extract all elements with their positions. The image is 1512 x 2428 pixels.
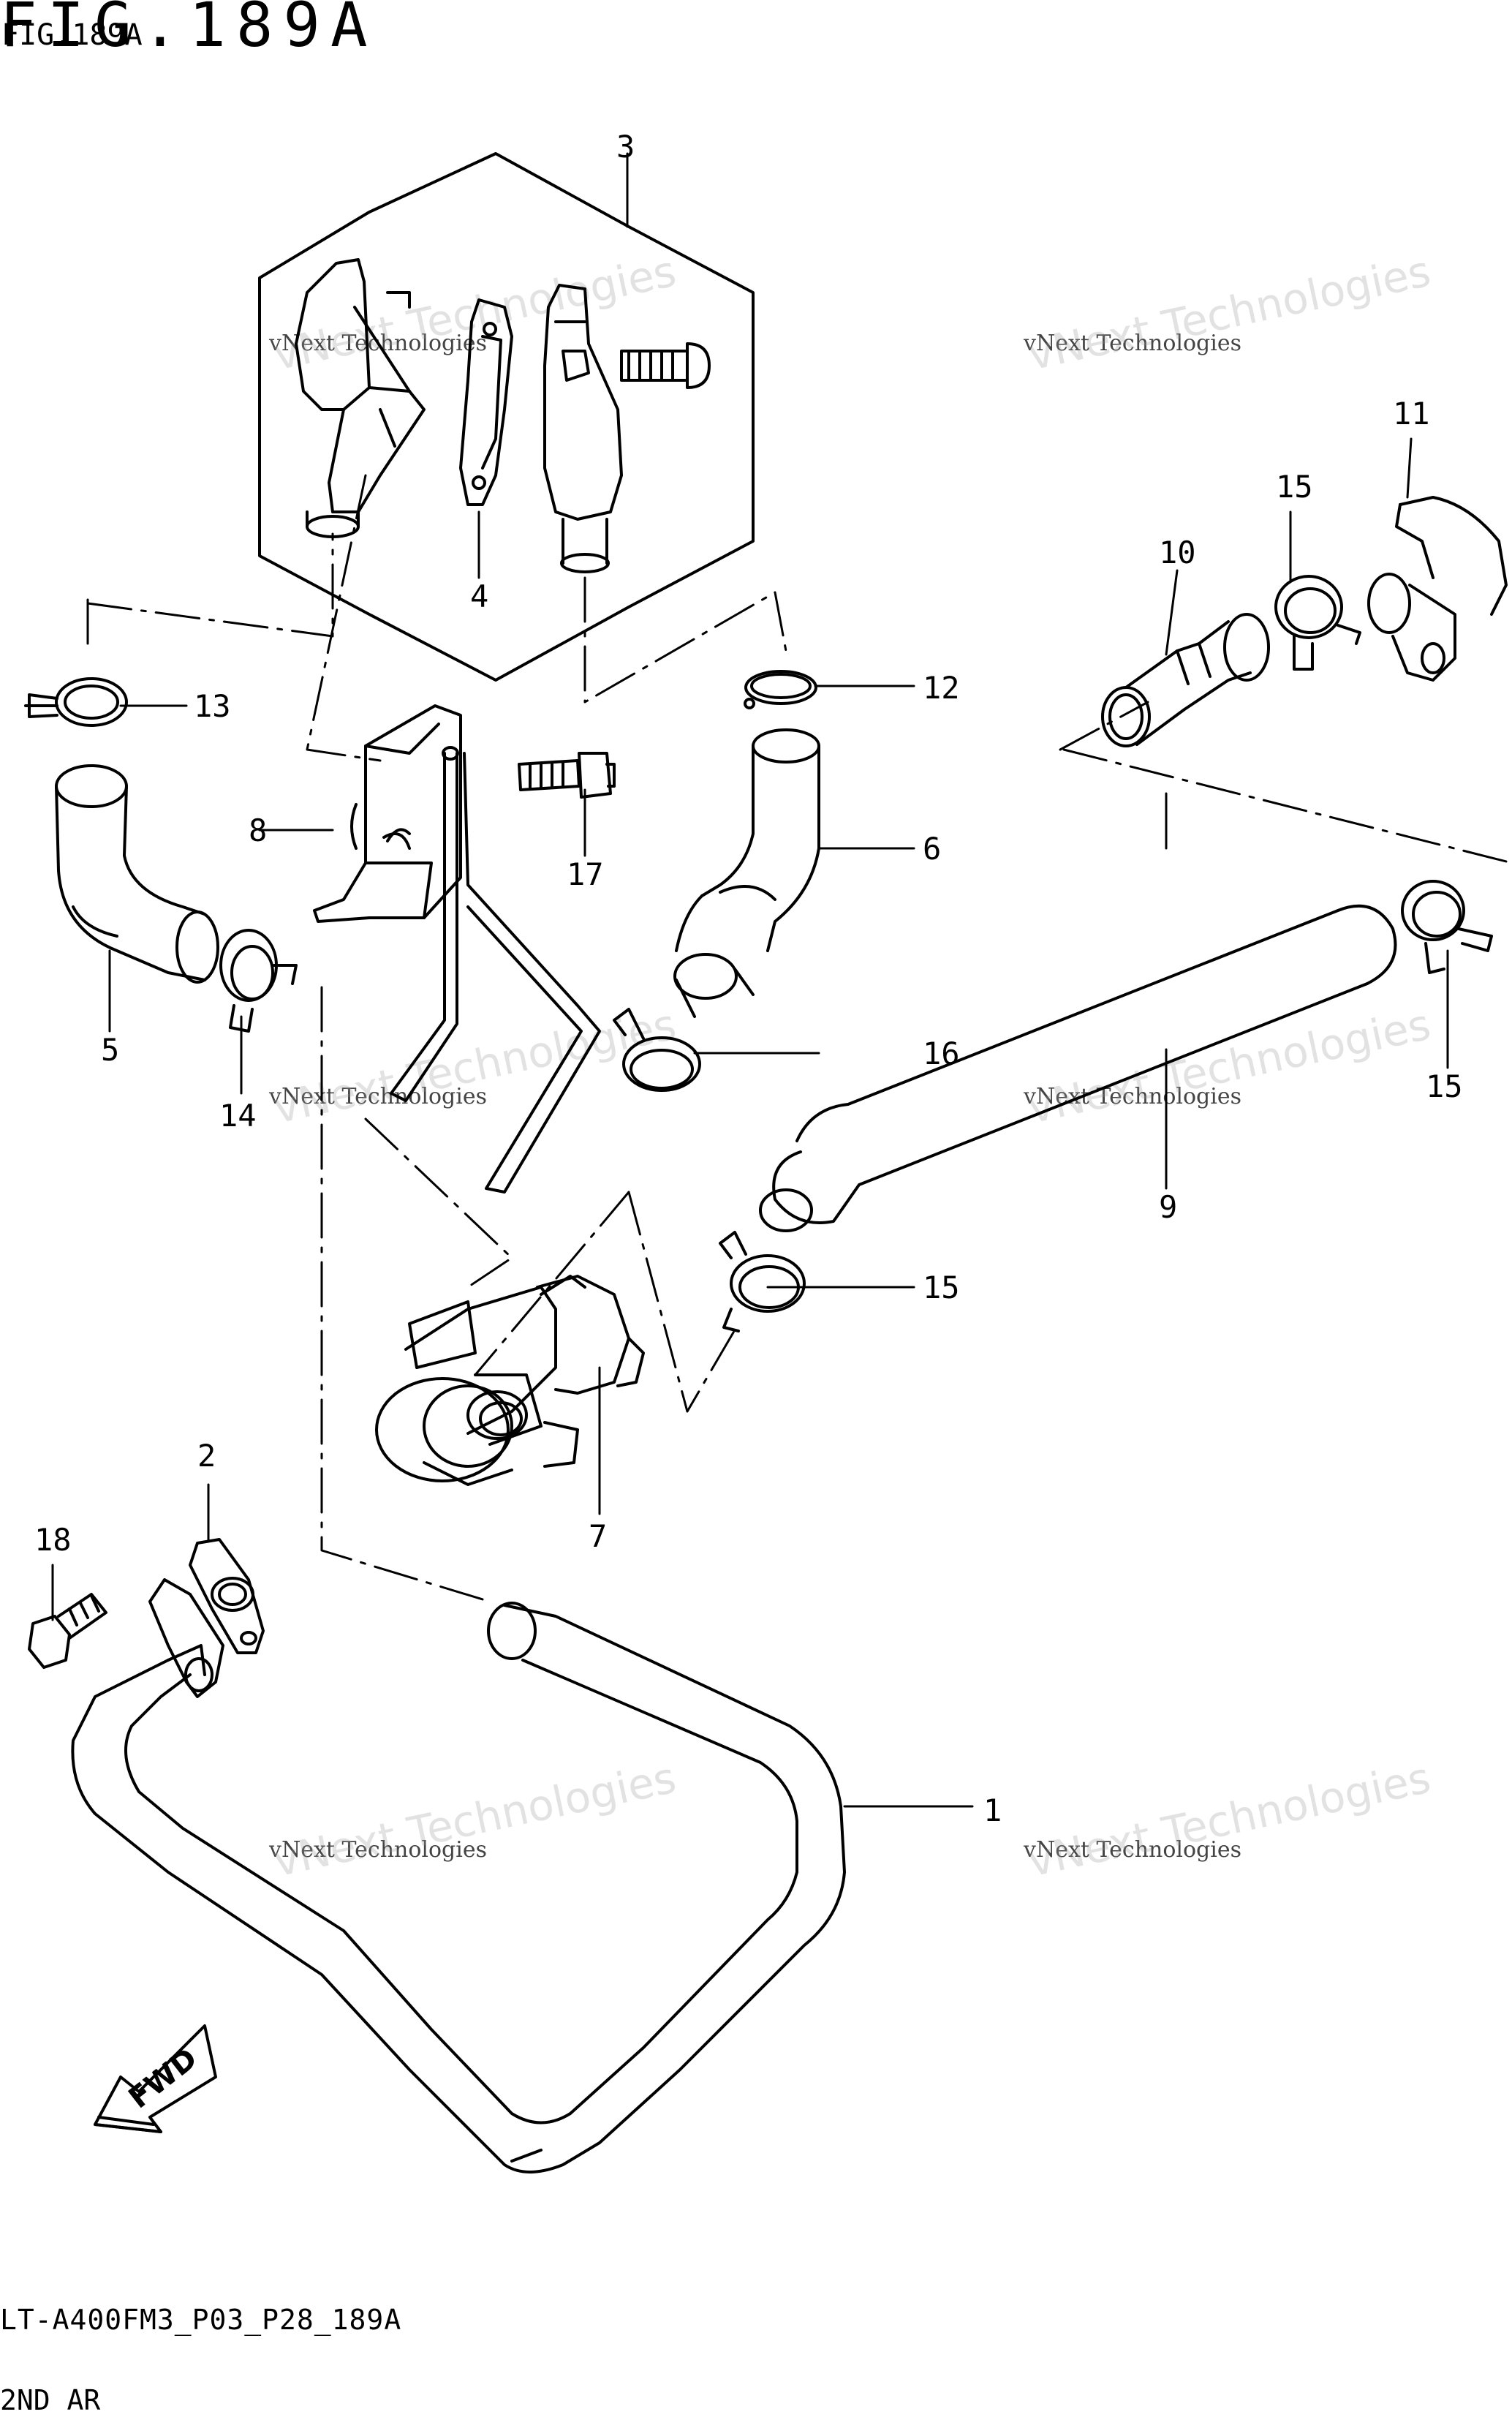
callout-10: 10 [1159, 535, 1196, 570]
callout-14: 14 [219, 1098, 257, 1134]
watermark: vNext Technologies vNext Technologies [1024, 246, 1434, 381]
part-5-elbow-hose [55, 764, 219, 984]
part-3-hexagon-group [258, 152, 755, 682]
callout-9: 9 [1159, 1189, 1177, 1225]
watermark: vNext Technologies vNext Technologies [1024, 1752, 1434, 1888]
callout-5: 5 [101, 1032, 119, 1068]
callout-4: 4 [470, 578, 488, 614]
watermark-text: vNext Technologies [269, 1084, 488, 1109]
figure-title-small: FIG.189A [1, 18, 143, 52]
part-18-bolt-icon [28, 1593, 107, 1669]
part-1-flange [148, 1578, 224, 1698]
figure-subtitle: 2ND AR [0, 2384, 101, 2416]
watermark-text: vNext Technologies [1024, 331, 1242, 356]
callout-13: 13 [194, 688, 231, 724]
part-9-hose [759, 904, 1397, 1232]
part-1-pipe [71, 1602, 846, 2173]
connector-lines [86, 474, 1512, 1603]
part-15-clamp-top [1274, 575, 1361, 671]
callout-7: 7 [589, 1518, 607, 1554]
part-13-clamp [24, 677, 128, 727]
part-16-clamp [613, 1008, 701, 1092]
watermark-text: vNext Technologies [1024, 1837, 1242, 1863]
watermark-text: vNext Technologies [269, 1837, 488, 1863]
callout-12: 12 [923, 670, 960, 706]
callout-15-top: 15 [1276, 469, 1313, 505]
part-15-clamp-right [1401, 880, 1493, 974]
model-code: LT-A400FM3_P03_P28_189A [0, 2304, 402, 2336]
part-4-gasket [459, 298, 513, 506]
part-11-cap [1367, 496, 1508, 682]
part-3-right-valve-body [543, 284, 623, 573]
part-14-clamp [219, 929, 298, 1033]
fwd-arrow-icon [94, 2024, 217, 2133]
leader-lines [51, 437, 1449, 1808]
callout-16: 16 [923, 1036, 960, 1071]
callout-18: 18 [34, 1522, 72, 1558]
watermark: vNext Technologies vNext Technologies [269, 1752, 680, 1888]
callout-labels: 3 4 13 8 5 14 12 6 10 15 11 17 16 15 7 9… [34, 129, 1463, 1828]
callout-1: 1 [983, 1792, 1002, 1828]
callout-11: 11 [1393, 396, 1430, 431]
callout-6: 6 [923, 831, 941, 867]
part-2-gasket [189, 1538, 265, 1654]
callout-17: 17 [567, 856, 604, 892]
watermark: vNext Technologies vNext Technologies [269, 999, 680, 1134]
part-8-bracket [313, 704, 601, 1194]
part-6-hose [673, 728, 820, 1018]
callout-15-right: 15 [1426, 1068, 1463, 1104]
callout-8: 8 [249, 813, 267, 848]
part-7-valve [375, 1275, 645, 1486]
callout-2: 2 [197, 1438, 216, 1474]
screw-icon [620, 342, 711, 389]
part-3-left-valve-body [295, 258, 426, 538]
figure-title: FIG.189A [0, 0, 378, 61]
part-12-o-ring [744, 670, 817, 709]
fwd-label: FWD [123, 2042, 204, 2116]
callout-15-middle: 15 [923, 1270, 960, 1305]
part-17-bolt-icon [518, 752, 616, 799]
callout-3: 3 [616, 129, 635, 165]
part-15-clamp-middle [719, 1231, 806, 1332]
part-10-pipe [1101, 613, 1270, 747]
